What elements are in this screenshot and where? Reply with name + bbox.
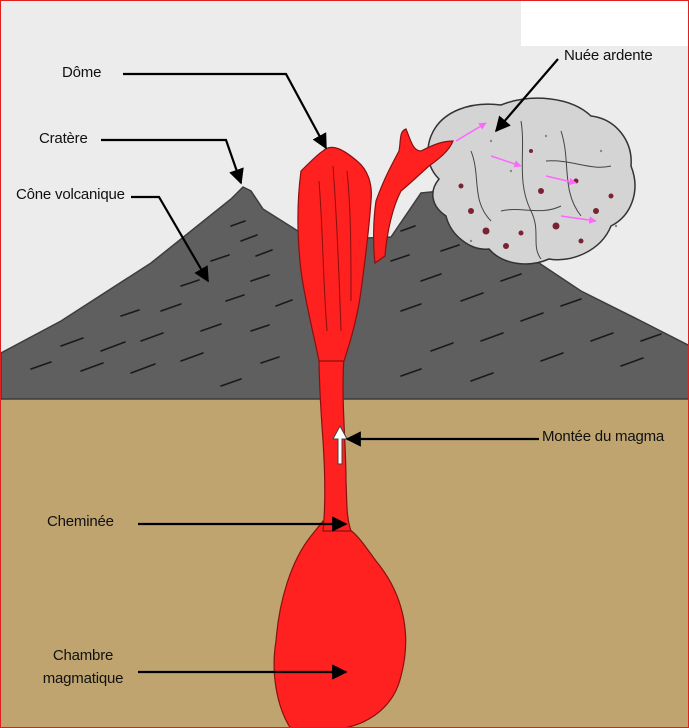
label-chambre: Chambre	[38, 647, 128, 664]
label-cheminee: Cheminée	[47, 513, 114, 530]
label-dome: Dôme	[62, 64, 101, 81]
label-cone-volcanique: Cône volcanique	[16, 186, 125, 203]
label-magmatique: magmatique	[33, 670, 133, 687]
label-nuee-ardente: Nuée ardente	[564, 47, 653, 64]
label-cratere: Cratère	[39, 130, 88, 147]
sky-white-corner	[521, 1, 689, 46]
label-montee-du-magma: Montée du magma	[542, 428, 664, 445]
